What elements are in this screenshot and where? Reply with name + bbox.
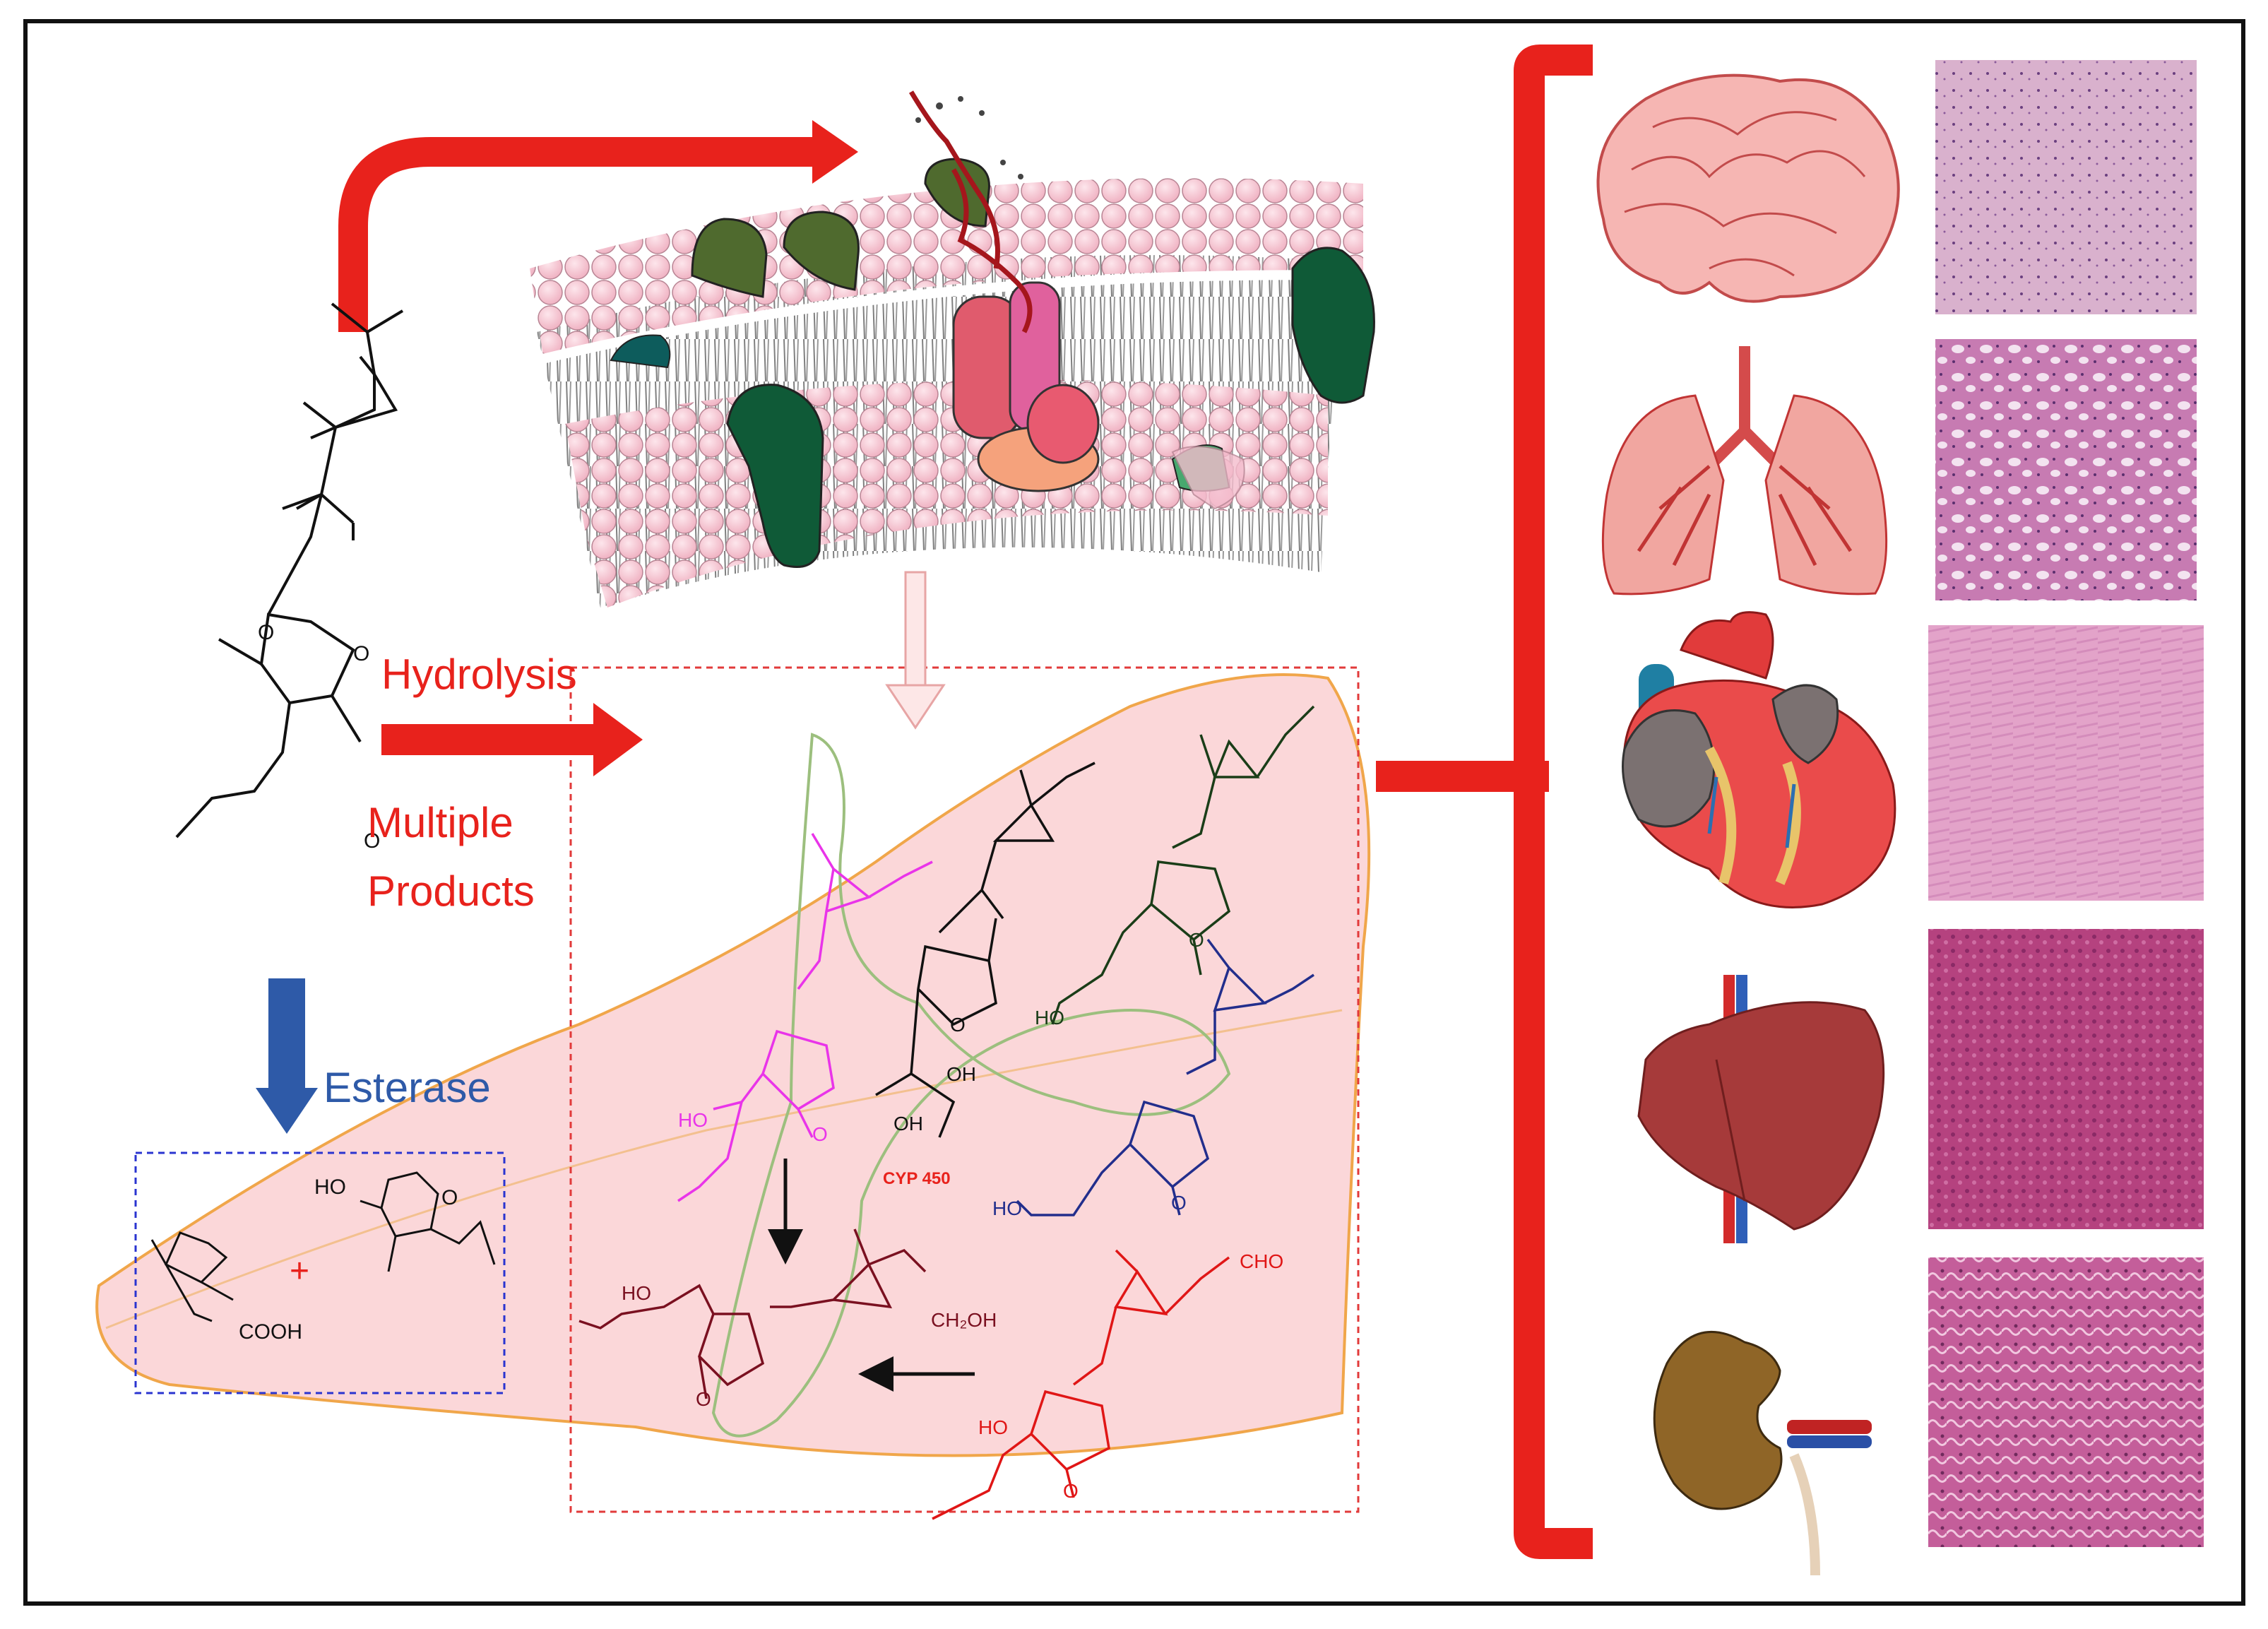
organ-bracket [1514, 45, 1593, 1559]
metab-ho-red: HO [978, 1416, 1008, 1438]
metab-ho-darkred: HO [622, 1282, 651, 1304]
hydrolysis-arrow-head [593, 703, 643, 776]
metab-oh-1: OH [946, 1063, 976, 1085]
metab-ho-green: HO [1035, 1007, 1064, 1029]
metabolite-blue [1016, 938, 1314, 1216]
esterase-label: Esterase [323, 1064, 491, 1111]
uptake-arrow-head [885, 684, 946, 730]
heart-illustration [1622, 611, 1896, 908]
protein-olive-2 [783, 211, 860, 291]
metab-ho-blue: HO [992, 1197, 1022, 1219]
esterase-arrow-shaft [268, 978, 305, 1088]
cyp450-label: CYP 450 [883, 1169, 951, 1188]
protein-olive-1 [691, 218, 768, 298]
multiple-products-line1: Multiple [367, 799, 513, 846]
parent-o-ketone: O [364, 829, 380, 853]
protein-pink-right [1171, 446, 1245, 510]
metabolite-green [1051, 705, 1315, 1025]
lungs-illustration [1601, 346, 1888, 596]
membrane-arrow-path [338, 137, 812, 332]
esterase-ho: HO [314, 1175, 346, 1199]
kidney-illustration [1653, 1331, 1872, 1576]
channel-subunit-rose [1026, 384, 1100, 464]
toxin-strand-2 [951, 168, 1033, 333]
parent-o-carbonyl: O [353, 642, 369, 665]
esterase-products-box [134, 1151, 506, 1394]
zone-inner-contour [105, 1009, 1343, 1329]
metab-ho-magenta: HO [678, 1109, 708, 1131]
tissue-liver [1928, 929, 2204, 1229]
esterase-arrow-head [256, 1088, 318, 1134]
binding-site-outline [711, 733, 1231, 1438]
protein-olive-3 [924, 158, 990, 227]
metab-o-magenta: O [812, 1123, 828, 1145]
toxin-strand-1 [908, 90, 1000, 269]
metab-oh-2: OH [893, 1113, 923, 1135]
tissue-kidney [1928, 1257, 2204, 1547]
brain-illustration [1596, 73, 1900, 303]
membrane-arrow-head [812, 120, 858, 184]
metabolite-red [932, 1249, 1230, 1520]
protein-dark-large [726, 384, 824, 568]
metabolite-dark-top [875, 762, 1096, 1138]
multiple-products-line2: Products [367, 867, 535, 915]
liver-illustration [1637, 975, 1885, 1243]
metab-o-darkred: O [696, 1388, 711, 1410]
metab-o-red: O [1063, 1480, 1079, 1502]
tissue-lungs [1935, 339, 2197, 600]
hydrolysis-label: Hydrolysis [381, 651, 577, 698]
protein-teal-small [610, 334, 671, 369]
metabolite-darkred-bottom [578, 1228, 927, 1399]
esterase-o: O [441, 1186, 458, 1209]
metab-ch2oh: CH₂OH [931, 1309, 997, 1331]
hydrolysis-arrow-shaft [381, 724, 593, 755]
uptake-arrow-shaft [904, 571, 927, 687]
tissue-heart [1928, 625, 2204, 901]
tissue-brain [1935, 60, 2197, 314]
metab-o-green: O [1189, 929, 1204, 951]
metabolite-dashed-box [569, 666, 1360, 1513]
protein-dark-right [1291, 247, 1375, 404]
cell-membrane [530, 90, 1375, 608]
metab-cho: CHO [1240, 1250, 1283, 1272]
metab-o-blue: O [1171, 1192, 1187, 1214]
esterase-cooh: COOH [239, 1320, 302, 1344]
metabolite-magenta [677, 833, 933, 1202]
plus-sign: + [290, 1252, 309, 1290]
parent-molecule [175, 302, 404, 839]
metabolism-zone [95, 673, 1371, 1457]
metab-o-dark: O [950, 1014, 966, 1036]
esterase-products [150, 1171, 496, 1322]
parent-o-ester: O [258, 621, 274, 644]
